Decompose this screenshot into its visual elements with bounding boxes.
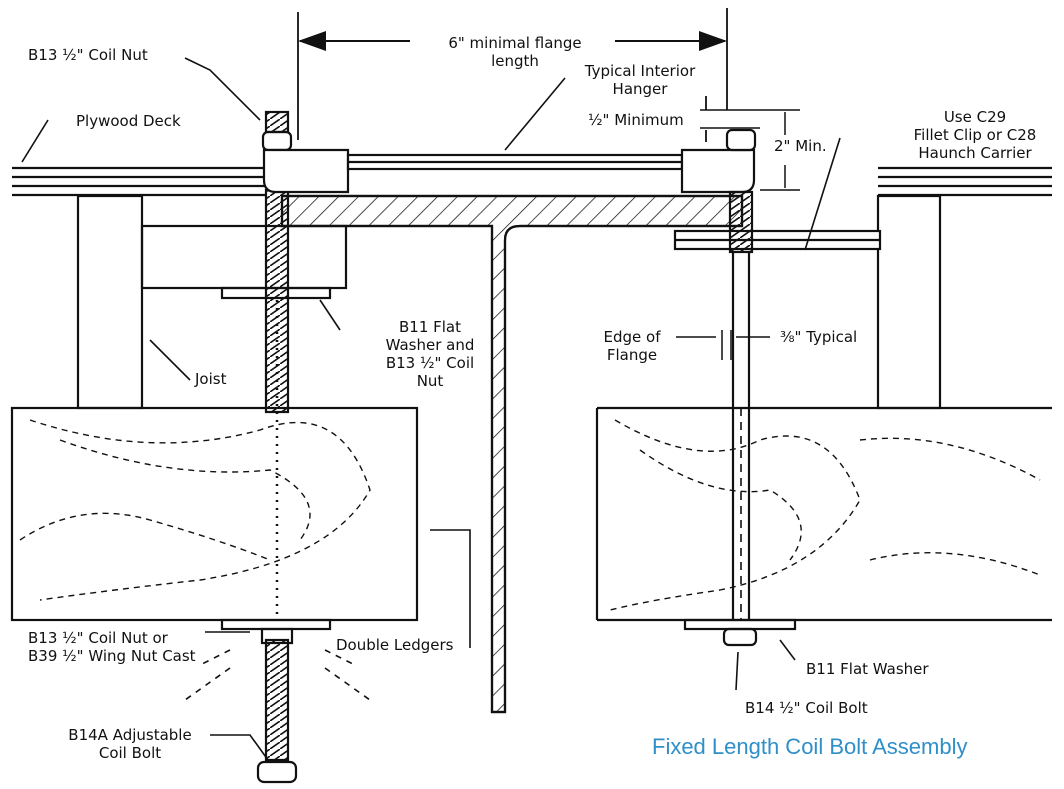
hanger-end-right bbox=[680, 148, 756, 194]
label-coil-nut-wing-nut: B13 ½" Coil Nut or B39 ½" Wing Nut Cast bbox=[28, 629, 196, 665]
label-plywood-deck: Plywood Deck bbox=[76, 112, 181, 130]
label-coil-nut-top: B13 ½" Coil Nut bbox=[28, 46, 148, 64]
label-flat-washer-coil-nut: B11 Flat Washer and B13 ½" Coil Nut bbox=[385, 318, 475, 390]
joist-right bbox=[876, 194, 942, 410]
flat-washer-bottom-left bbox=[220, 618, 332, 631]
hanger-end-left bbox=[262, 148, 350, 194]
adjustable-coil-bolt bbox=[264, 638, 290, 762]
flat-washer-top bbox=[220, 286, 332, 300]
label-double-ledgers: Double Ledgers bbox=[336, 636, 454, 654]
joist-block bbox=[140, 224, 348, 290]
diagram-title: Fixed Length Coil Bolt Assembly bbox=[652, 734, 968, 759]
joist-left bbox=[76, 194, 144, 410]
label-coil-bolt: B14 ½" Coil Bolt bbox=[745, 699, 868, 717]
coil-nut-bottom-left bbox=[260, 627, 294, 645]
coil-nut-top-left bbox=[261, 130, 293, 152]
label-flange-length: 6" minimal flange length bbox=[448, 34, 582, 70]
wood-grain-left bbox=[19, 419, 371, 601]
coil-nut-top-right bbox=[725, 128, 757, 152]
flat-washer-right bbox=[683, 618, 797, 631]
label-interior-hanger: Typical Interior Hanger bbox=[584, 62, 696, 98]
label-two-min: 2" Min. bbox=[774, 137, 827, 155]
label-half-minimum: ½" Minimum bbox=[588, 111, 684, 129]
label-flat-washer: B11 Flat Washer bbox=[806, 660, 929, 678]
plywood-deck-left bbox=[12, 166, 265, 197]
label-three-eighths-typical: ⅜" Typical bbox=[780, 328, 858, 346]
leader-lines bbox=[21, 57, 841, 761]
label-edge-of-flange: Edge of Flange bbox=[603, 328, 661, 364]
concrete-haunch bbox=[280, 194, 744, 714]
coil-bolt-rod-right bbox=[728, 190, 754, 254]
label-fillet-clip: Use C29 Fillet Clip or C28 Haunch Carrie… bbox=[913, 108, 1037, 162]
label-joist: Joist bbox=[195, 370, 227, 388]
adjustable-bolt-head bbox=[256, 760, 298, 784]
wing-nut bbox=[184, 649, 371, 701]
coil-bolt-head-right bbox=[722, 627, 758, 647]
haunch-outline bbox=[280, 194, 744, 714]
double-ledger-left bbox=[10, 406, 419, 622]
plywood-deck-right bbox=[878, 166, 1052, 197]
wood-grain-right bbox=[609, 419, 1041, 611]
label-adjustable-coil-bolt: B14A Adjustable Coil Bolt bbox=[68, 726, 192, 762]
